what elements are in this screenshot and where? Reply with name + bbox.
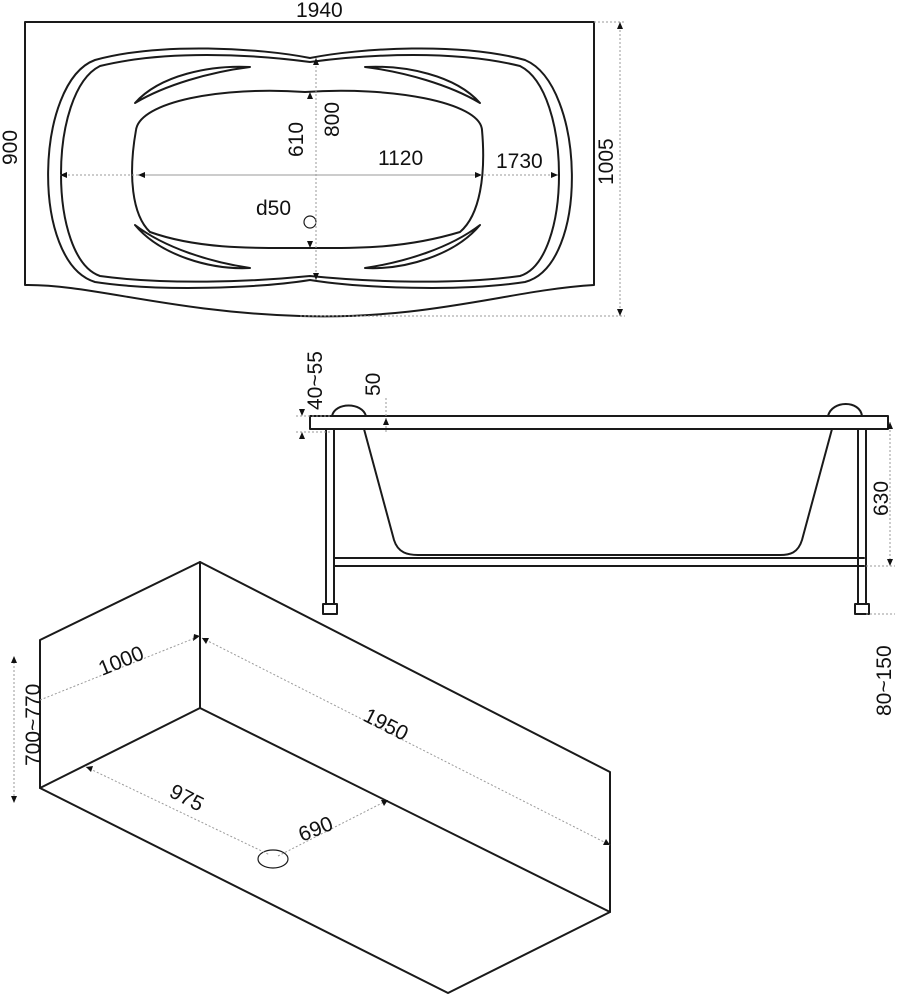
arrow-630-top (887, 422, 893, 429)
label-975: 975 (166, 780, 208, 816)
foot-right (854, 603, 870, 615)
label-700-770: 700~770 (22, 684, 45, 766)
arrow-800-top (313, 58, 319, 65)
tub-outer-rim (47, 47, 573, 289)
arrow-1120-left (138, 172, 145, 178)
leg-right (857, 428, 867, 605)
tub-rim (309, 415, 889, 430)
headrest-top-left (134, 65, 251, 104)
arrow-700-top (11, 656, 17, 663)
arrow-690 (381, 800, 388, 806)
arrow-975 (86, 766, 93, 772)
foot-left (322, 603, 338, 615)
headrest-side-left (331, 404, 367, 417)
tub-inner-rim (60, 54, 560, 283)
headrest-bottom-left (134, 224, 251, 270)
arrow-700-bottom (11, 796, 17, 803)
arrow-1730-right (551, 172, 558, 178)
label-40-55: 40~55 (304, 351, 327, 410)
label-80-150: 80~150 (873, 645, 896, 716)
label-1120: 1120 (378, 147, 423, 170)
arrow-50 (383, 418, 389, 425)
arrow-610-top (307, 92, 313, 99)
arrow-1950-left (202, 638, 209, 644)
headrest-top-right (364, 65, 481, 104)
arrow-rim-bottom (299, 432, 305, 439)
arrow-630-bottom (887, 559, 893, 566)
drain-hole-niche (257, 849, 289, 869)
label-1940: 1940 (296, 0, 343, 22)
dim-line-1950 (201, 637, 611, 846)
arrow-1730-left (60, 172, 67, 178)
niche-floor-back (199, 707, 611, 913)
label-d50: d50 (256, 197, 291, 220)
headrest-side-right (827, 403, 863, 417)
label-630: 630 (870, 481, 893, 516)
arrow-1950-right (603, 839, 610, 845)
niche-outline (39, 561, 611, 994)
arrow-1005-top (617, 22, 623, 29)
arrow-1005-bottom (617, 309, 623, 316)
label-690: 690 (295, 812, 336, 846)
niche-floor-left (39, 707, 201, 789)
arrow-610-bottom (307, 241, 313, 248)
tub-basin (131, 89, 485, 250)
side-view: 40~55 50 630 80~150 (296, 351, 896, 716)
dim-line-690 (277, 799, 389, 857)
arrow-1000 (193, 634, 200, 641)
arrow-1120-right (475, 172, 482, 178)
label-50: 50 (362, 373, 385, 396)
leg-left (325, 428, 335, 605)
label-1730: 1730 (496, 150, 543, 173)
drain-hole-top (303, 215, 317, 229)
label-1005: 1005 (595, 138, 618, 185)
label-800: 800 (321, 102, 344, 137)
label-1950: 1950 (360, 704, 412, 746)
dim-line-1000 (39, 635, 201, 701)
tub-body-side (363, 428, 833, 556)
label-1000: 1000 (95, 642, 147, 681)
top-view: 1940 900 1005 610 800 1120 1730 d50 (0, 0, 625, 318)
arrow-800-bottom (313, 273, 319, 280)
label-610: 610 (285, 122, 308, 157)
arrow-rim-top (299, 409, 305, 416)
label-900: 900 (0, 130, 22, 165)
niche-view: 1000 1950 700~770 975 690 (11, 561, 611, 994)
headrest-bottom-right (364, 224, 481, 270)
dim-line-975 (85, 766, 271, 856)
